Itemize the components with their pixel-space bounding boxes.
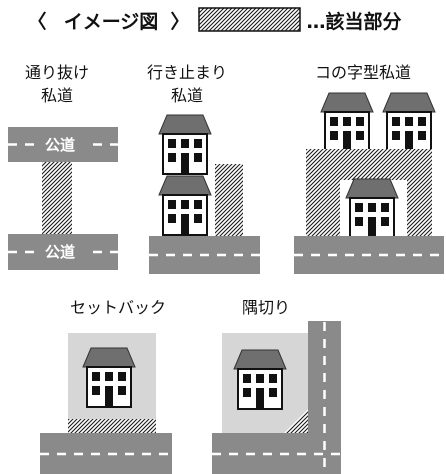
hatched-private-road	[42, 162, 72, 234]
caption-dead-end-line1: 行き止まり	[147, 63, 227, 82]
legend-hatch-meaning: …該当部分	[306, 10, 401, 33]
hatched-private-road	[215, 164, 243, 236]
house-icon	[320, 92, 374, 153]
hatch-swatch	[198, 7, 301, 32]
caption-through-line2: 私道	[41, 86, 73, 105]
house-icon	[158, 175, 212, 236]
house-icon	[233, 349, 287, 410]
example-dead-end-road: 行き止まり 私道	[147, 63, 260, 274]
caption-dead-end-line2: 私道	[171, 86, 203, 105]
caption-setback: セットバック	[70, 298, 166, 317]
legend-row: 〈 イメージ図 〉 …該当部分	[27, 7, 402, 33]
caption-through-line1: 通り抜け	[25, 63, 89, 82]
house-icon	[158, 114, 212, 175]
caption-u-shape: コの字型私道	[315, 63, 411, 82]
hatched-setback-strip	[68, 419, 156, 433]
legend-title: イメージ図	[64, 11, 159, 33]
house-icon	[382, 92, 436, 153]
road-label-bg	[35, 134, 85, 156]
house-icon	[82, 347, 136, 408]
house-icon	[345, 178, 399, 239]
public-road-top-label: 公道	[45, 136, 75, 154]
hatched-private-road	[306, 149, 432, 236]
public-road-bottom-label: 公道	[45, 243, 75, 261]
hatched-corner-cut	[284, 409, 308, 433]
example-u-shape-road: コの字型私道	[294, 63, 444, 274]
title-close-bracket: 〉	[170, 10, 189, 33]
example-through-road: 通り抜け 私道 公道 公道	[8, 63, 118, 270]
example-corner-cut: 隅切り	[212, 298, 341, 474]
caption-corner-cut: 隅切り	[242, 298, 290, 317]
road-label-bg	[35, 241, 85, 263]
example-setback: セットバック	[40, 298, 172, 474]
title-open-bracket: 〈	[27, 10, 46, 33]
